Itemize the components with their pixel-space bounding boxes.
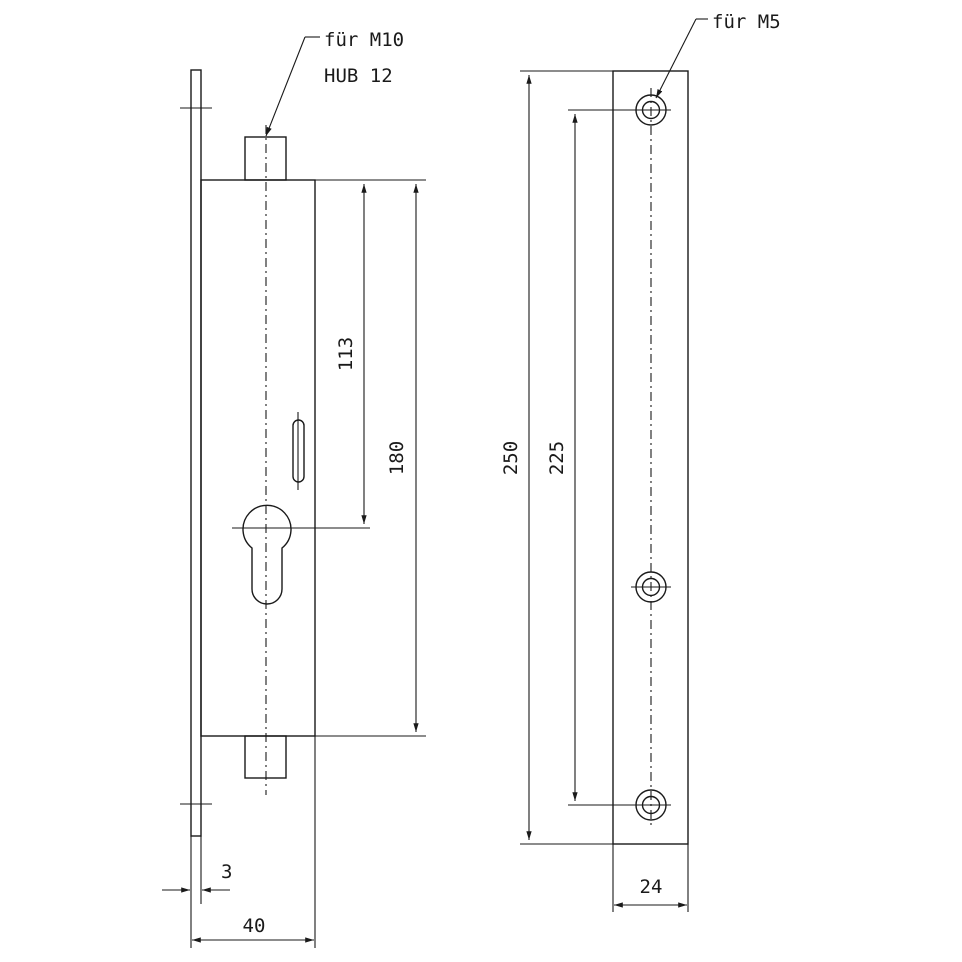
callout-m5-label: für M5 xyxy=(712,11,781,33)
dim-24-label: 24 xyxy=(640,876,663,898)
dim-40-label: 40 xyxy=(243,915,266,937)
strike-plate-view: 250 225 für M5 24 xyxy=(500,11,781,912)
dim-113-label: 113 xyxy=(335,337,357,371)
strike-plate xyxy=(612,70,689,845)
callout-m10-leader xyxy=(265,36,306,137)
dim-250-label: 250 xyxy=(500,441,522,475)
lock-case-view: 113 180 für M10 HUB 12 3 40 xyxy=(162,29,426,948)
faceplate xyxy=(190,69,202,837)
dim-3-label: 3 xyxy=(221,861,232,883)
callout-m10-line1: für M10 xyxy=(324,29,404,51)
cylinder-keyhole xyxy=(242,504,292,605)
callout-m5-leader xyxy=(655,18,697,99)
dim-180-label: 180 xyxy=(386,441,408,475)
dim-225-label: 225 xyxy=(546,441,568,475)
screw-hole-middle xyxy=(631,571,671,603)
callout-m10-line2: HUB 12 xyxy=(324,65,393,87)
top-bolt xyxy=(244,136,287,181)
